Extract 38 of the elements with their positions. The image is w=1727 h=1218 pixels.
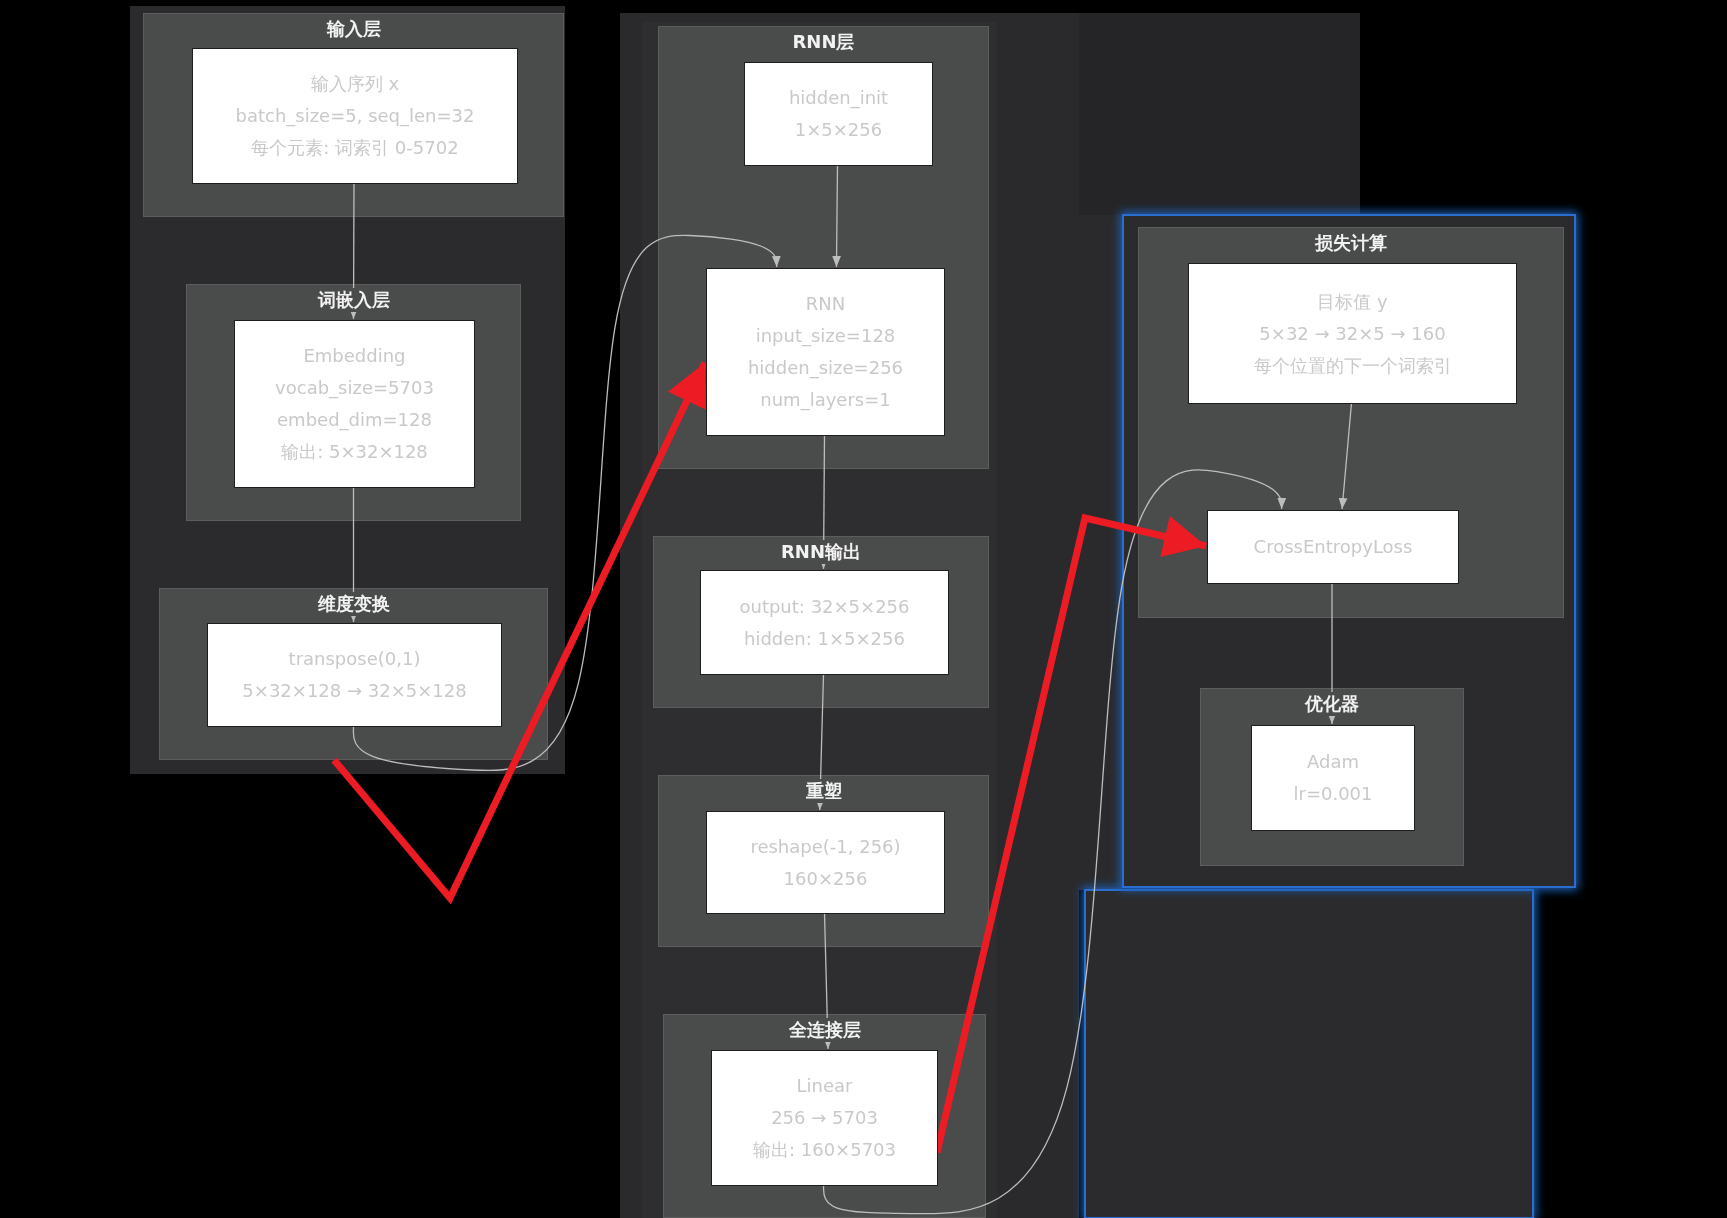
group-title: 重塑 [802,779,845,803]
group-title: 词嵌入层 [314,288,393,312]
layer-group [658,775,989,947]
group-title: 损失计算 [1312,231,1390,255]
process-box [711,1050,938,1186]
group-title: 全连接层 [785,1018,864,1042]
layer-group [658,26,989,469]
process-box [1188,263,1517,404]
arrow [832,164,841,268]
process-box [1251,725,1415,831]
layer-group [1138,227,1564,618]
arrow [331,361,709,905]
arrow [823,912,833,1050]
layer-group [653,536,989,708]
process-box [234,320,475,488]
process-box [1207,510,1459,584]
process-box [706,811,945,914]
arrow [349,182,358,320]
process-box [706,268,945,436]
layer-group [159,588,548,760]
group-title: 维度变换 [314,592,393,616]
group-title: 优化器 [1302,692,1362,716]
layer-group [663,1014,986,1218]
layer-group [1200,688,1464,866]
arrow [352,234,781,772]
arrow [822,469,1287,1215]
process-box [207,623,502,727]
layer-group [143,13,564,217]
process-box [192,48,518,184]
arrow [1327,582,1337,725]
group-title: 输入层 [323,17,384,41]
arrow [819,434,828,570]
arrow [349,486,358,623]
arrow [815,673,825,811]
layer-group [186,284,521,521]
arrow [1338,402,1353,510]
process-box [744,62,933,166]
process-box [700,570,949,675]
